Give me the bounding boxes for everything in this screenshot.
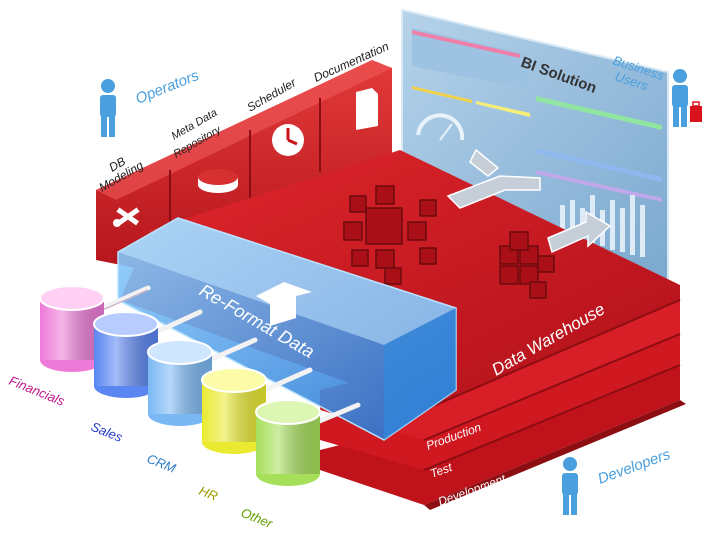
reformat-data-box	[117, 217, 457, 441]
cylinder-sales	[93, 311, 159, 398]
connector-pipes-outline	[97, 289, 149, 313]
document-icon	[356, 88, 378, 130]
cube-cluster-large	[343, 185, 437, 285]
clock-icon	[272, 124, 304, 156]
bi-gauge	[416, 113, 465, 141]
source-crm-label: CRM	[145, 451, 178, 476]
database-icon	[198, 169, 238, 193]
wrench-icon	[113, 207, 140, 227]
source-other-label: Other	[239, 505, 275, 531]
cylinder-other	[255, 399, 321, 486]
source-financials-label: Financials	[7, 373, 67, 409]
cylinder-financials	[39, 285, 105, 372]
operators-person-icon	[100, 79, 116, 137]
cube-cluster-small	[499, 231, 555, 299]
source-hr-label: HR	[197, 483, 220, 504]
developers-label: Developers	[596, 446, 674, 488]
upload-arrow-icon	[256, 282, 312, 326]
flow-arrows	[446, 148, 612, 254]
business-users-person-icon	[672, 69, 702, 127]
source-sales-label: Sales	[89, 419, 125, 445]
cylinder-crm	[147, 339, 213, 426]
developers-person-icon	[562, 457, 578, 515]
operators-label: Operators	[133, 67, 202, 108]
